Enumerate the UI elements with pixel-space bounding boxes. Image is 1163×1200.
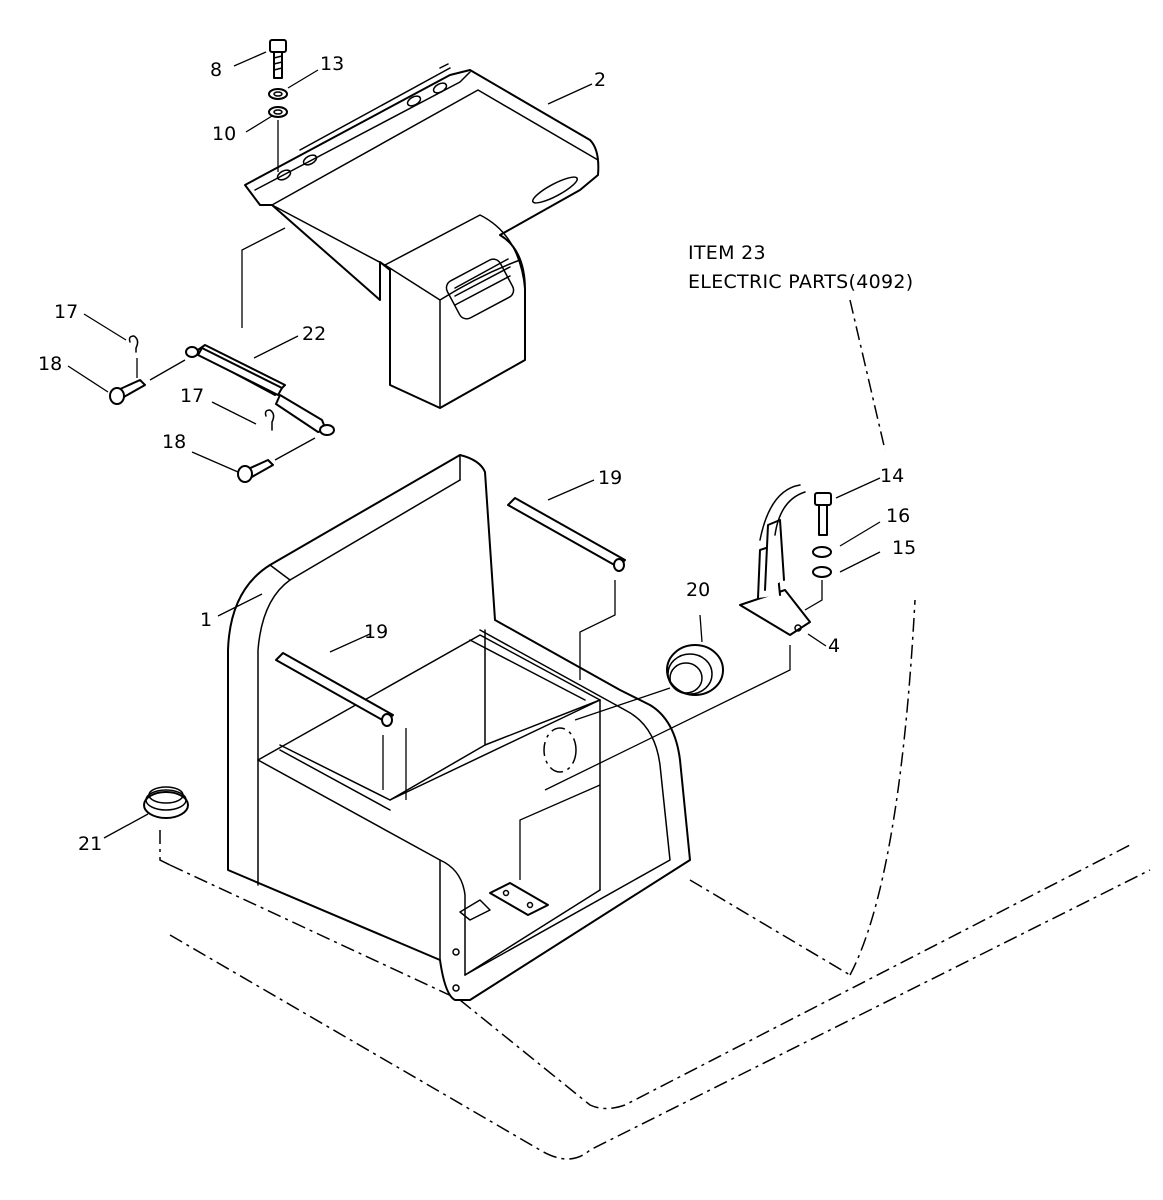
electric-parts-note: ITEM 23 ELECTRIC PARTS(4092)	[688, 242, 913, 293]
callout-19-lower: 19	[364, 621, 388, 643]
part-15-washer	[812, 566, 832, 578]
part-10-washer	[268, 106, 288, 118]
part-19-strip-lower	[275, 652, 394, 727]
callout-8: 8	[210, 59, 222, 81]
callout-17-upper: 17	[54, 301, 78, 323]
callout-1: 1	[200, 609, 212, 631]
bottom-plate	[489, 882, 549, 916]
callout-18-upper: 18	[38, 353, 62, 375]
callout-labels: 8 13 10 2 17 18 22 17 18 19 14 16 15 20 …	[38, 53, 916, 855]
part-17-cotter-pin-upper	[128, 335, 139, 353]
callout-15: 15	[892, 537, 916, 559]
callout-4: 4	[828, 635, 840, 657]
part-18-pin-lower	[237, 459, 274, 483]
callout-17-lower: 17	[180, 385, 204, 407]
part-18-pin-upper	[109, 379, 146, 405]
callout-21: 21	[78, 833, 102, 855]
part-1-frame	[227, 454, 691, 1001]
callout-2: 2	[594, 69, 606, 91]
part-2-top-cover	[244, 63, 600, 409]
floor-outline	[159, 299, 1151, 1160]
callout-13: 13	[320, 53, 344, 75]
callout-16: 16	[886, 505, 910, 527]
note-item-line: ITEM 23	[688, 242, 766, 264]
callout-14: 14	[880, 465, 904, 487]
part-8-bolt	[269, 39, 287, 79]
part-19-strip-upper	[507, 497, 626, 572]
callout-19-upper: 19	[598, 467, 622, 489]
part-16-washer	[812, 546, 832, 558]
part-17-cotter-pin-lower	[264, 409, 275, 431]
part-21-grommet	[143, 786, 189, 819]
part-4-bracket	[739, 484, 811, 636]
hidden-hole	[543, 727, 577, 773]
callout-10: 10	[212, 123, 236, 145]
part-22-gas-spring	[185, 344, 335, 436]
callout-20: 20	[686, 579, 710, 601]
part-13-washer	[268, 88, 288, 100]
leader-lines	[67, 51, 881, 839]
note-description-line: ELECTRIC PARTS(4092)	[688, 271, 913, 293]
callout-22: 22	[302, 323, 326, 345]
part-14-bolt	[814, 492, 832, 536]
callout-18-lower: 18	[162, 431, 186, 453]
part-20-grommet	[666, 644, 724, 696]
